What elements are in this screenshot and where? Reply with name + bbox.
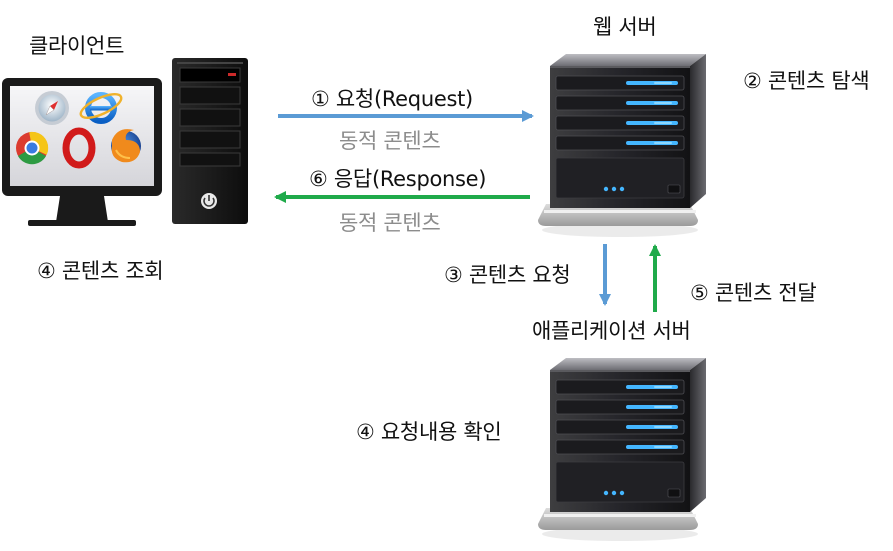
desktop-computer-icon <box>2 58 248 226</box>
request-label: ① 요청(Request) <box>311 87 473 111</box>
content-request-label: ③ 콘텐츠 요청 <box>444 263 571 287</box>
client-label: 클라이언트 <box>29 34 125 58</box>
search-label: ② 콘텐츠 탐색 <box>743 69 870 93</box>
app-server-icon <box>537 357 707 542</box>
app-server-label: 애플리케이션 서버 <box>532 319 691 343</box>
response-label: ⑥ 응답(Response) <box>309 167 487 191</box>
client-view-label: ④ 콘텐츠 조회 <box>37 259 164 283</box>
opera-icon <box>62 127 96 169</box>
web-server-label: 웹 서버 <box>593 15 657 39</box>
firefox-icon <box>111 129 141 163</box>
verify-request-label: ④ 요청내용 확인 <box>356 420 502 444</box>
content-deliver-label: ⑤ 콘텐츠 전달 <box>690 281 817 305</box>
safari-icon <box>35 91 69 125</box>
internet-explorer-icon <box>79 92 123 124</box>
request-sub-label: 동적 콘텐츠 <box>339 129 441 153</box>
web-server-icon <box>537 53 707 238</box>
response-sub-label: 동적 콘텐츠 <box>339 211 441 235</box>
chrome-icon <box>16 131 49 165</box>
